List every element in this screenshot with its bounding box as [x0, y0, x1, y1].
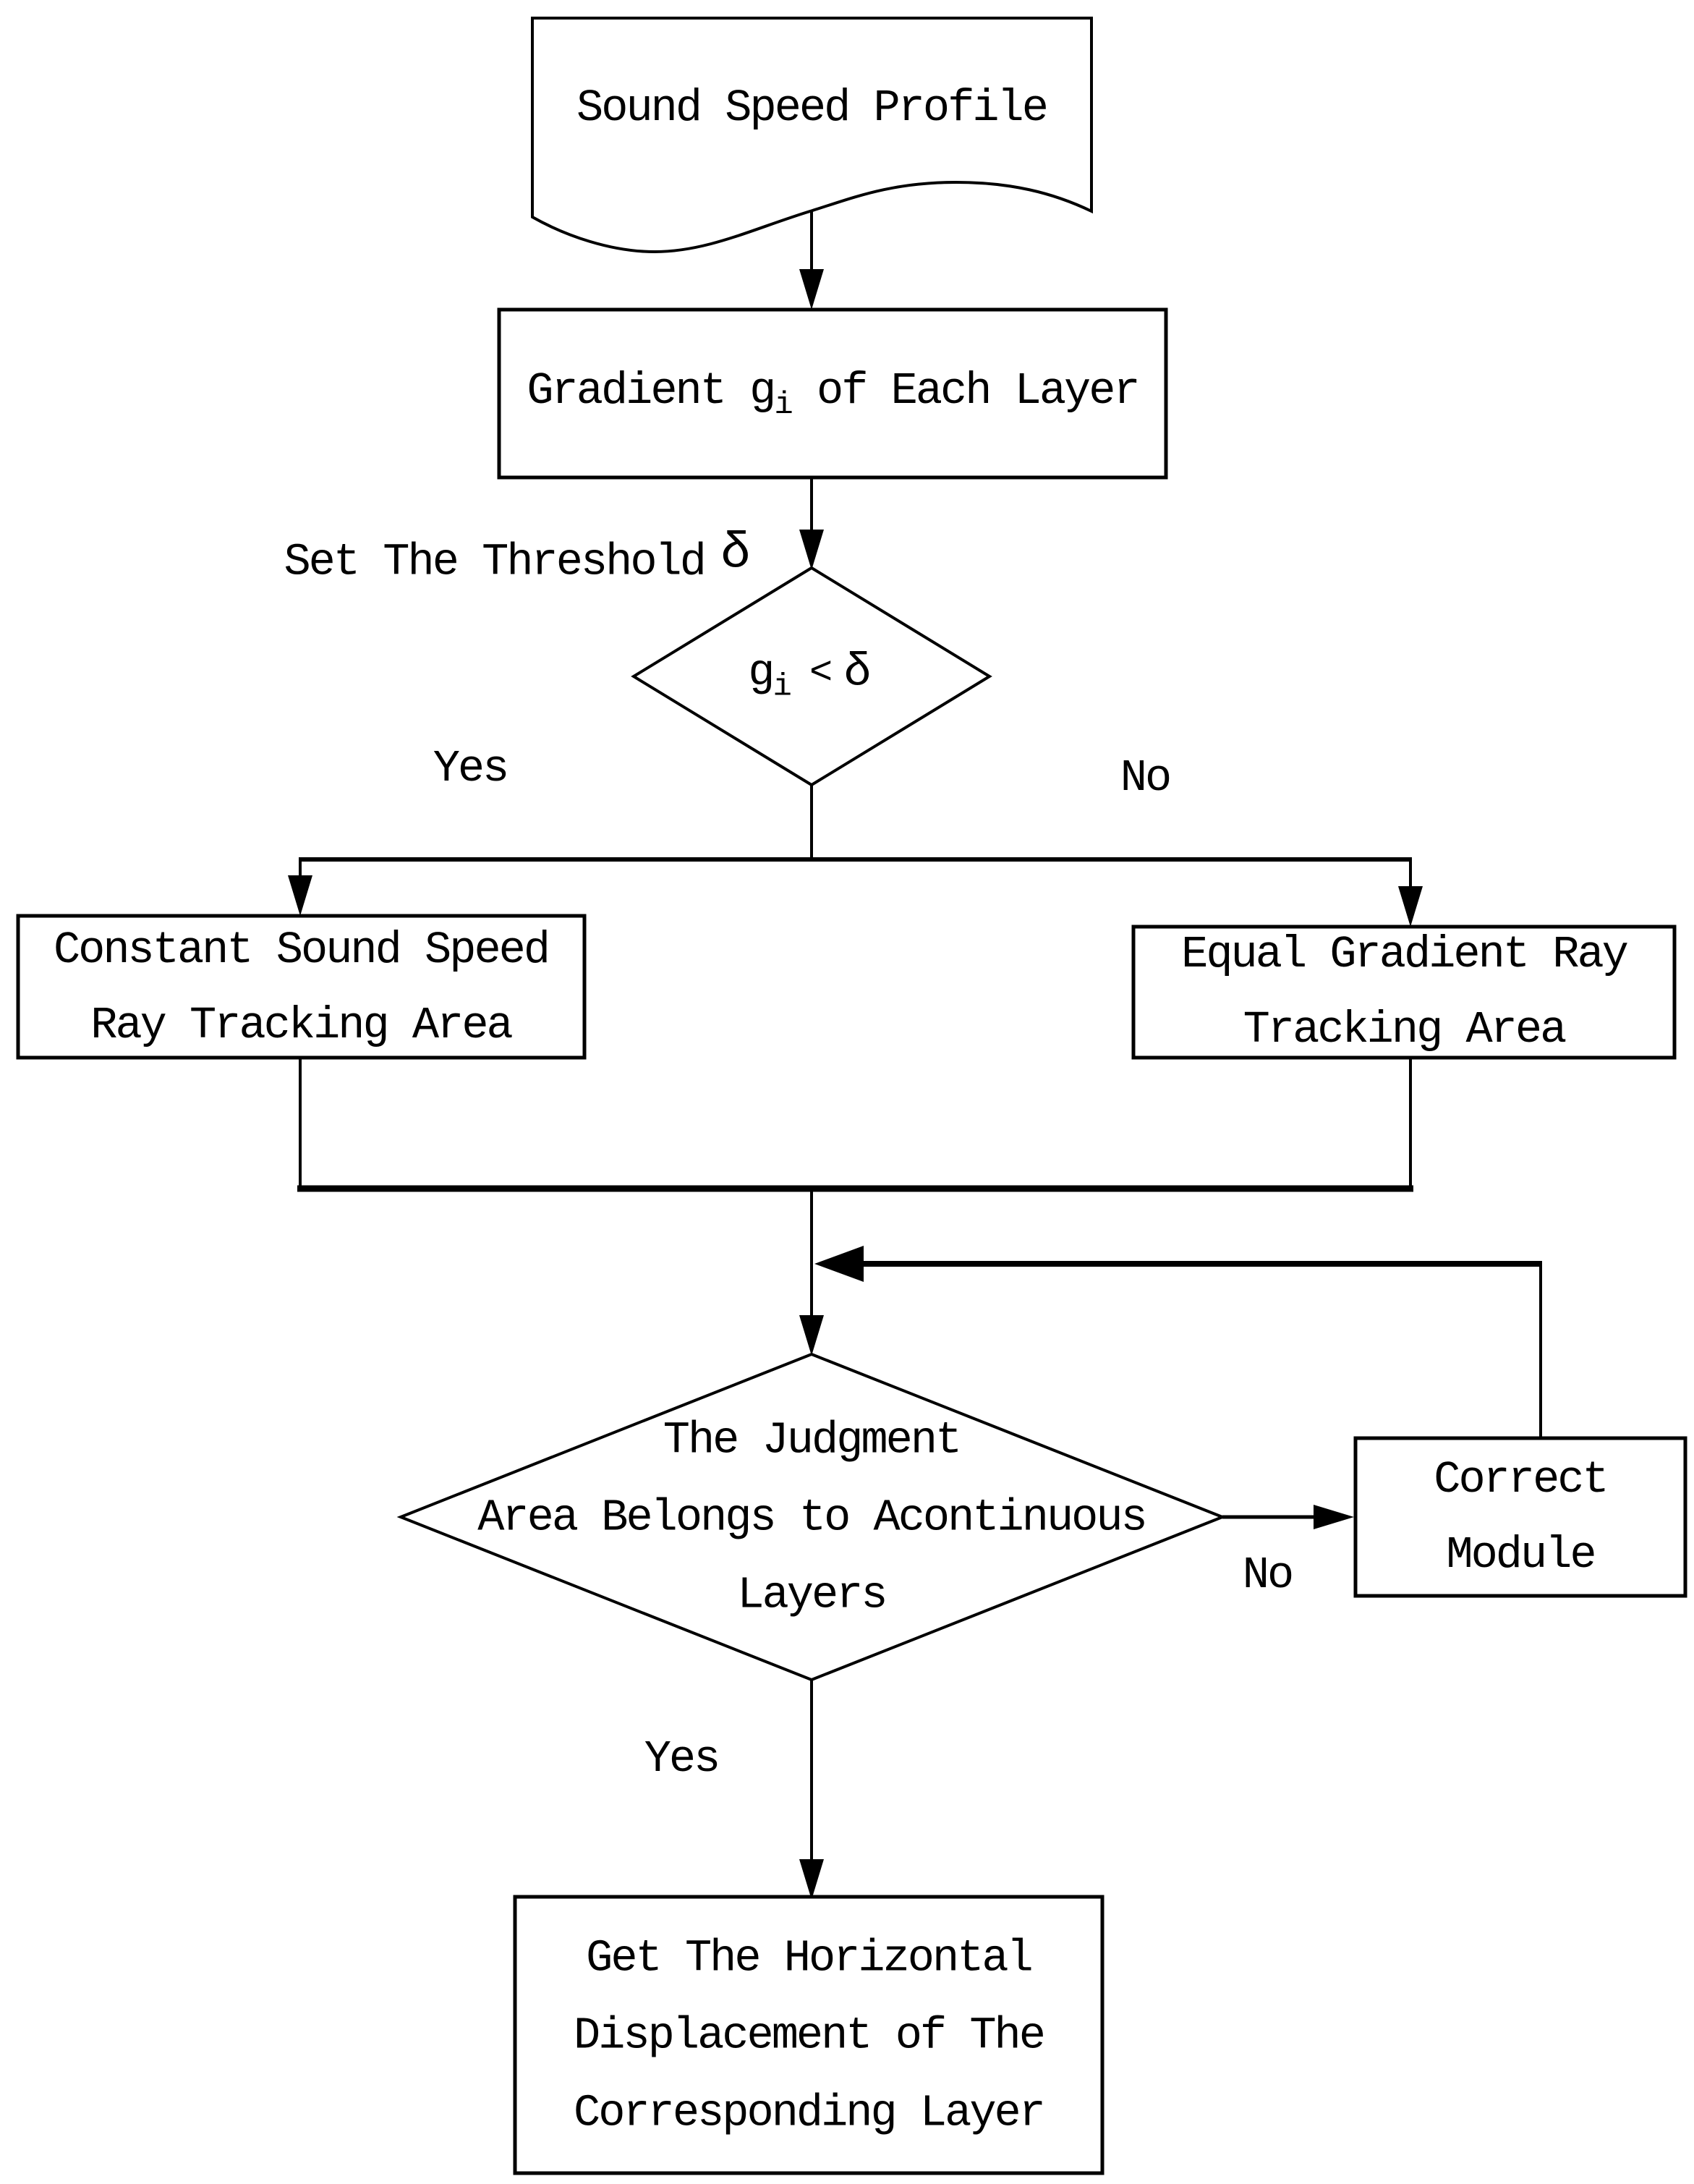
gradient-label: Gradient gi of Each Layer [527, 369, 1140, 423]
gradient-label-suffix: of Each Layer [791, 365, 1141, 417]
decision2-label-line2: Area Belongs to Acontinuous [477, 1492, 1148, 1544]
equal-label-line2: Tracking Area [1243, 1004, 1567, 1055]
decision1-subscript: i [772, 668, 792, 705]
result-label: Get The Horizontal Displacement of The C… [574, 1920, 1046, 2152]
start-to-gradient-arrowhead [799, 269, 824, 310]
result-box-shape [513, 1895, 1104, 2175]
result-label-line2: Displacement of The [574, 2010, 1046, 2062]
no2-label: No [1242, 1550, 1294, 1601]
result-label-line1: Get The Horizontal [586, 1932, 1034, 1984]
constant-box-shape [16, 914, 587, 1060]
constant-label-line1: Constant Sound Speed [53, 925, 550, 976]
no2-arrowhead [1314, 1505, 1354, 1529]
decision1-delta: δ [843, 647, 871, 700]
start-label: Sound Speed Profile [576, 82, 1049, 134]
decision1-operator: < [809, 651, 833, 696]
gradient-to-decision1-arrowhead [799, 530, 824, 570]
yes1-arrowhead [288, 875, 312, 916]
constant-label-line2: Ray Tracking Area [90, 1000, 514, 1051]
correct-label-line2: Module [1446, 1529, 1596, 1581]
decision2-label: The Judgment Area Belongs to Acontinuous… [477, 1402, 1148, 1634]
no1-arrowhead [1398, 886, 1423, 927]
correct-label: Correct Module [1434, 1442, 1609, 1593]
gradient-box-shape [497, 307, 1168, 480]
yes1-label: Yes [433, 743, 510, 794]
threshold-annotation-delta: δ [720, 525, 751, 583]
decision1-variable: g [748, 647, 775, 699]
equal-label-line1: Equal Gradient Ray [1181, 929, 1629, 980]
equal-box-shape [1131, 925, 1677, 1060]
gradient-label-prefix: Gradient g [527, 365, 776, 417]
decision2-label-line1: The Judgment [663, 1414, 962, 1466]
feedback-arrowhead [814, 1246, 864, 1282]
yes2-arrowhead [799, 1859, 824, 1900]
gradient-label-subscript: i [774, 387, 793, 423]
no1-label: No [1120, 752, 1172, 804]
constant-label: Constant Sound Speed Ray Tracking Area [53, 913, 550, 1063]
merge-to-decision2-arrowhead [799, 1315, 824, 1356]
correct-label-line1: Correct [1434, 1454, 1609, 1505]
result-label-line3: Corresponding Layer [574, 2087, 1046, 2139]
yes2-label: Yes [644, 1733, 721, 1785]
threshold-annotation-text: Set The Threshold [284, 536, 707, 588]
decision2-label-line3: Layers [737, 1569, 888, 1621]
correct-box-shape [1353, 1436, 1687, 1598]
decision1-label: gi <δ [748, 647, 871, 705]
equal-label: Equal Gradient Ray Tracking Area [1181, 917, 1629, 1068]
